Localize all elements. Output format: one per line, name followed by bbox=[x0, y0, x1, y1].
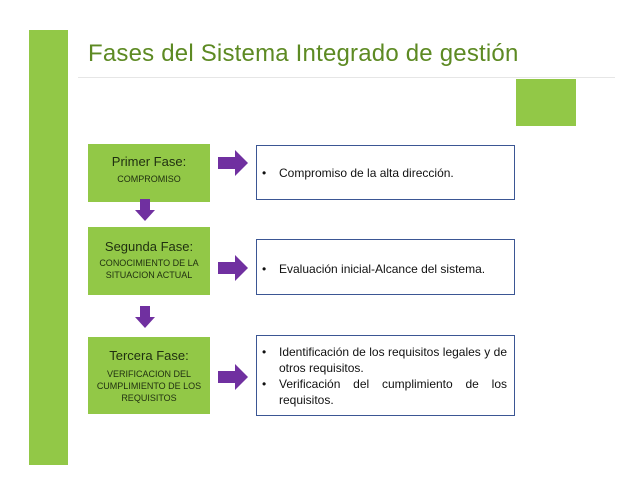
phase-box-3: Tercera Fase: VERIFICACION DEL CUMPLIMIE… bbox=[88, 337, 210, 414]
phase-1-desc: COMPROMISO bbox=[117, 174, 181, 184]
arrow-down-2-icon bbox=[135, 306, 155, 328]
phase-2-item-1: Evaluación inicial-Alcance del sistema. bbox=[257, 261, 514, 277]
phase-3-name: Tercera Fase: bbox=[109, 348, 189, 363]
phase-1-item-1: Compromiso de la alta dirección. bbox=[257, 165, 514, 181]
phase-3-item-1: Identificación de los requisitos legales… bbox=[257, 344, 507, 376]
right-accent-block bbox=[516, 79, 576, 126]
arrow-right-3-icon bbox=[218, 364, 248, 390]
arrow-down-1-icon bbox=[135, 199, 155, 221]
arrow-right-2-icon bbox=[218, 255, 248, 281]
left-accent-bar bbox=[29, 30, 68, 465]
phase-3-item-2: Verificación del cumplimiento de los req… bbox=[257, 376, 507, 408]
phase-box-1: Primer Fase: COMPROMISO bbox=[88, 144, 210, 202]
phase-2-name: Segunda Fase: bbox=[104, 239, 194, 254]
phase-3-desc: VERIFICACION DEL CUMPLIMIENTO DE LOS REQ… bbox=[96, 369, 202, 403]
phase-3-detail-box: Identificación de los requisitos legales… bbox=[256, 335, 515, 416]
phase-1-name: Primer Fase: bbox=[111, 154, 187, 169]
phase-box-2: Segunda Fase: CONOCIMIENTO DE LA SITUACI… bbox=[88, 227, 210, 295]
phase-2-desc: CONOCIMIENTO DE LA SITUACION ACTUAL bbox=[99, 258, 199, 280]
phase-1-detail-box: Compromiso de la alta dirección. bbox=[256, 145, 515, 200]
page-title: Fases del Sistema Integrado de gestión bbox=[88, 40, 519, 67]
title-divider bbox=[78, 77, 615, 78]
phase-2-detail-box: Evaluación inicial-Alcance del sistema. bbox=[256, 239, 515, 295]
arrow-right-1-icon bbox=[218, 150, 248, 176]
